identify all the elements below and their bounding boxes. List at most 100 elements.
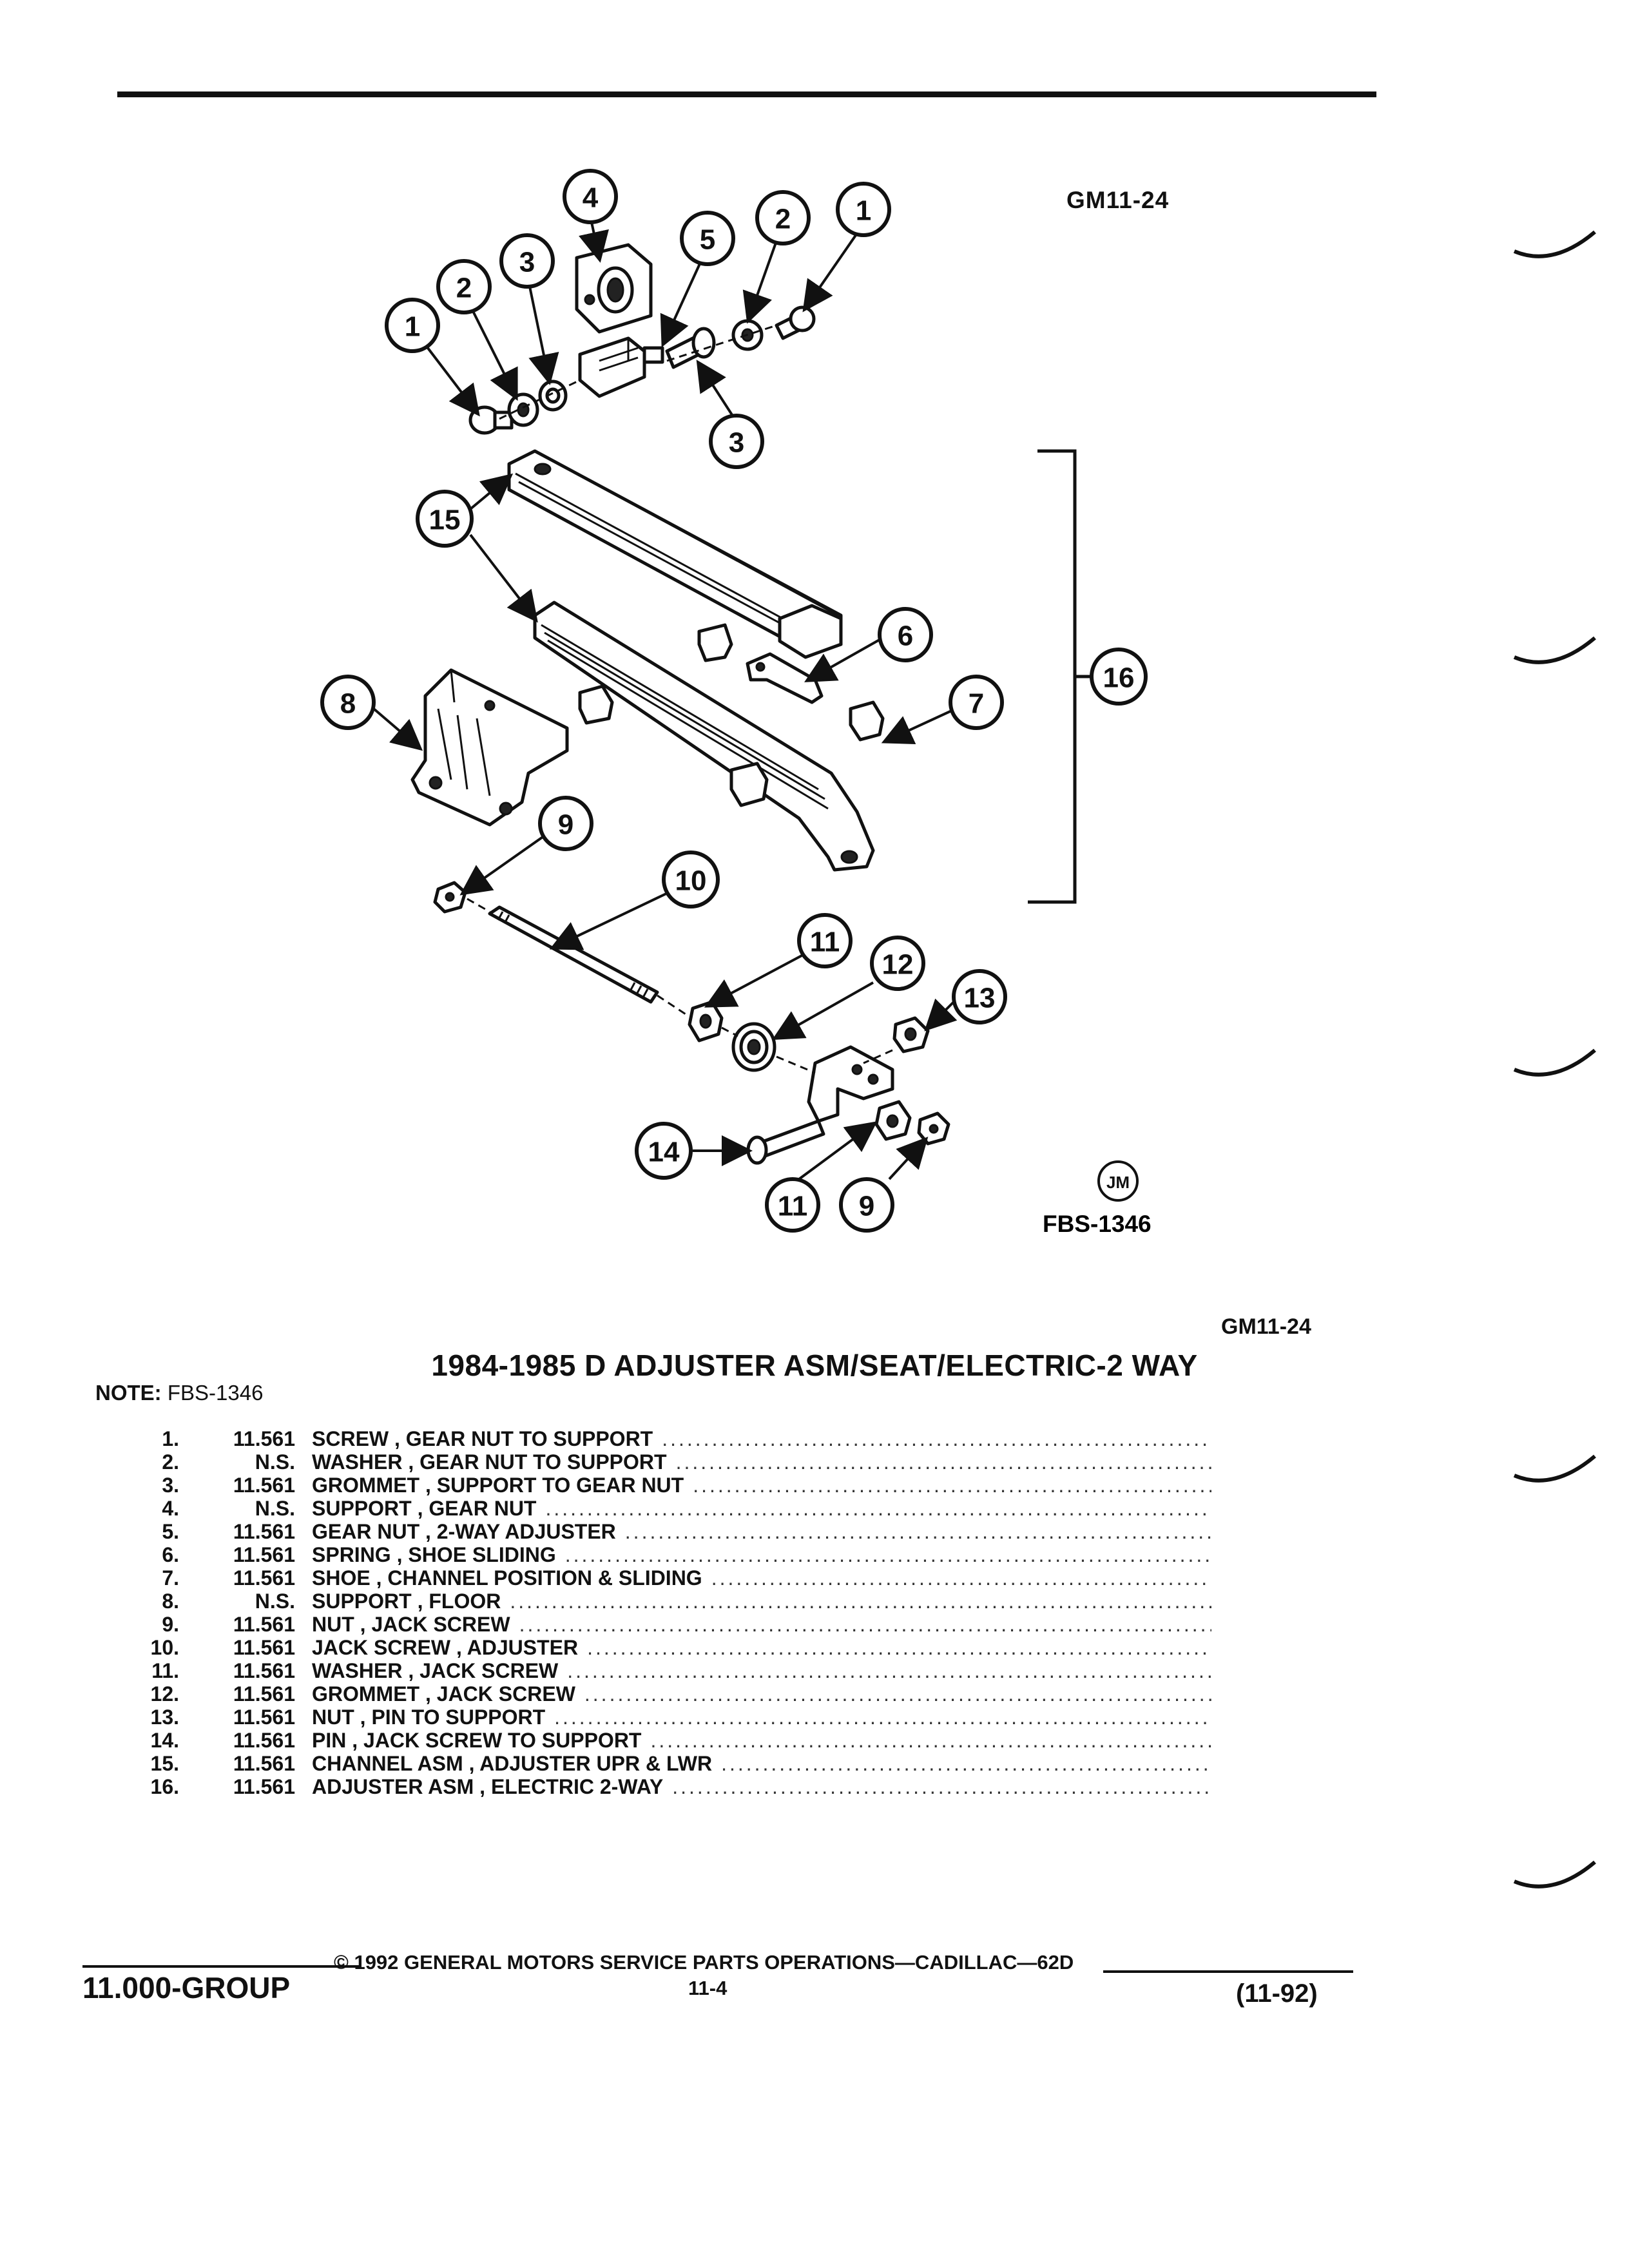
- part-code: N.S.: [255, 1497, 295, 1520]
- part-gear-nut-support: [575, 243, 653, 334]
- leader-dots: ........................................…: [519, 1613, 1211, 1636]
- part-grommet-jack: [731, 1022, 776, 1072]
- part-description: NUT , PIN TO SUPPORT: [312, 1706, 546, 1729]
- part-description: CHANNEL ASM , ADJUSTER UPR & LWR: [312, 1752, 713, 1775]
- part-description: WASHER , JACK SCREW: [312, 1659, 559, 1682]
- callout-3-left: 3: [499, 233, 555, 289]
- leader-dots: ........................................…: [721, 1752, 1211, 1775]
- leader-dots: ........................................…: [564, 1543, 1211, 1566]
- leader-dots: ........................................…: [650, 1729, 1211, 1752]
- callout-9-lower: 9: [839, 1177, 894, 1233]
- note-label: NOTE:: [95, 1381, 162, 1405]
- exploded-parts-diagram: 1 2 3 4 5 2 1 3 15 16 6 8 7 9 10 11 12 1…: [320, 169, 1152, 1237]
- part-shoe-lower: [729, 762, 769, 807]
- svg-text:9: 9: [558, 809, 574, 841]
- callout-6: 6: [878, 607, 933, 662]
- part-number: 15.: [150, 1752, 179, 1775]
- part-description: GROMMET , SUPPORT TO GEAR NUT: [312, 1474, 684, 1497]
- part-number: 6.: [162, 1543, 179, 1566]
- svg-text:1: 1: [405, 311, 420, 343]
- page-title: 1984-1985 D ADJUSTER ASM/SEAT/ELECTRIC-2…: [431, 1349, 1198, 1382]
- part-code: N.S.: [255, 1590, 295, 1613]
- part-code: N.S.: [255, 1450, 295, 1474]
- part-channel-lower: [533, 601, 875, 872]
- svg-text:JM: JM: [1106, 1173, 1130, 1192]
- figure-code: FBS-1346: [1043, 1211, 1152, 1237]
- svg-text:8: 8: [340, 688, 356, 720]
- part-channel-upper: [507, 449, 843, 659]
- footer-rule-left: [82, 1965, 360, 1968]
- part-nut-lower: [917, 1111, 950, 1146]
- section-id: GM11-24: [1221, 1314, 1311, 1339]
- svg-text:14: 14: [648, 1137, 680, 1168]
- leader-dots: ........................................…: [554, 1706, 1211, 1729]
- part-number: 16.: [150, 1775, 179, 1798]
- svg-text:3: 3: [729, 427, 744, 459]
- callout-5: 5: [680, 211, 735, 266]
- part-code: 11.561: [233, 1729, 295, 1752]
- svg-text:4: 4: [583, 182, 599, 214]
- part-number: 7.: [162, 1566, 179, 1590]
- part-description: GEAR NUT , 2-WAY ADJUSTER: [312, 1520, 616, 1543]
- part-code: 11.561: [233, 1474, 295, 1497]
- footer-copyright: © 1992 GENERAL MOTORS SERVICE PARTS OPER…: [334, 1951, 1074, 1974]
- leader-dots: ........................................…: [567, 1659, 1211, 1682]
- part-nut-pin: [892, 1016, 930, 1053]
- note: NOTE: FBS-1346: [95, 1381, 263, 1405]
- svg-text:3: 3: [519, 247, 535, 278]
- part-pin: [746, 1119, 825, 1165]
- part-description: SUPPORT , FLOOR: [312, 1590, 501, 1613]
- part-floor-support: [410, 668, 569, 827]
- callout-14: 14: [635, 1122, 693, 1180]
- callout-2-left: 2: [436, 259, 492, 314]
- svg-text:5: 5: [700, 224, 715, 256]
- leader-dots: ........................................…: [693, 1474, 1211, 1497]
- part-description: JACK SCREW , ADJUSTER: [312, 1636, 579, 1659]
- part-number: 13.: [150, 1706, 179, 1729]
- leader-dots: ........................................…: [662, 1427, 1211, 1450]
- part-code: 11.561: [233, 1520, 295, 1543]
- part-number: 8.: [162, 1590, 179, 1613]
- callout-11-upper: 11: [797, 913, 853, 968]
- leader-dots: ........................................…: [510, 1590, 1211, 1613]
- callout-13: 13: [952, 969, 1007, 1024]
- svg-text:15: 15: [429, 505, 461, 536]
- footer-date: (11-92): [1236, 1979, 1318, 2008]
- svg-text:9: 9: [859, 1191, 874, 1222]
- part-description: NUT , JACK SCREW: [312, 1613, 510, 1636]
- part-nut-left: [433, 881, 467, 914]
- svg-text:13: 13: [964, 983, 996, 1014]
- part-number: 9.: [162, 1613, 179, 1636]
- part-grommet-left: [538, 380, 568, 412]
- part-code: 11.561: [233, 1427, 295, 1450]
- callout-10: 10: [662, 850, 720, 908]
- svg-text:12: 12: [882, 949, 914, 981]
- part-jack-screw: [488, 905, 659, 1004]
- footer-rule-right: [1103, 1970, 1353, 1973]
- part-description: ADJUSTER ASM , ELECTRIC 2-WAY: [312, 1775, 664, 1798]
- callout-1-left: 1: [385, 298, 440, 353]
- assembly-bracket: [1028, 449, 1077, 904]
- part-code: 11.561: [233, 1775, 295, 1798]
- part-description: PIN , JACK SCREW TO SUPPORT: [312, 1729, 642, 1752]
- table-row: 8. N.S. SUPPORT , FLOOR...................…: [129, 1590, 1211, 1613]
- part-screw-right: [775, 305, 816, 340]
- callout-8: 8: [320, 675, 376, 730]
- part-code: 11.561: [233, 1566, 295, 1590]
- figure-id: GM11-24: [1066, 187, 1170, 213]
- table-row: 4.N.S.SUPPORT , GEAR NUT................…: [129, 1497, 1211, 1520]
- svg-text:1: 1: [856, 195, 871, 227]
- part-washer-left: [507, 392, 539, 427]
- svg-text:2: 2: [775, 204, 791, 235]
- part-washer-jack-lower: [874, 1100, 912, 1141]
- callout-11-lower: 11: [765, 1177, 820, 1233]
- part-number: 14.: [150, 1729, 179, 1752]
